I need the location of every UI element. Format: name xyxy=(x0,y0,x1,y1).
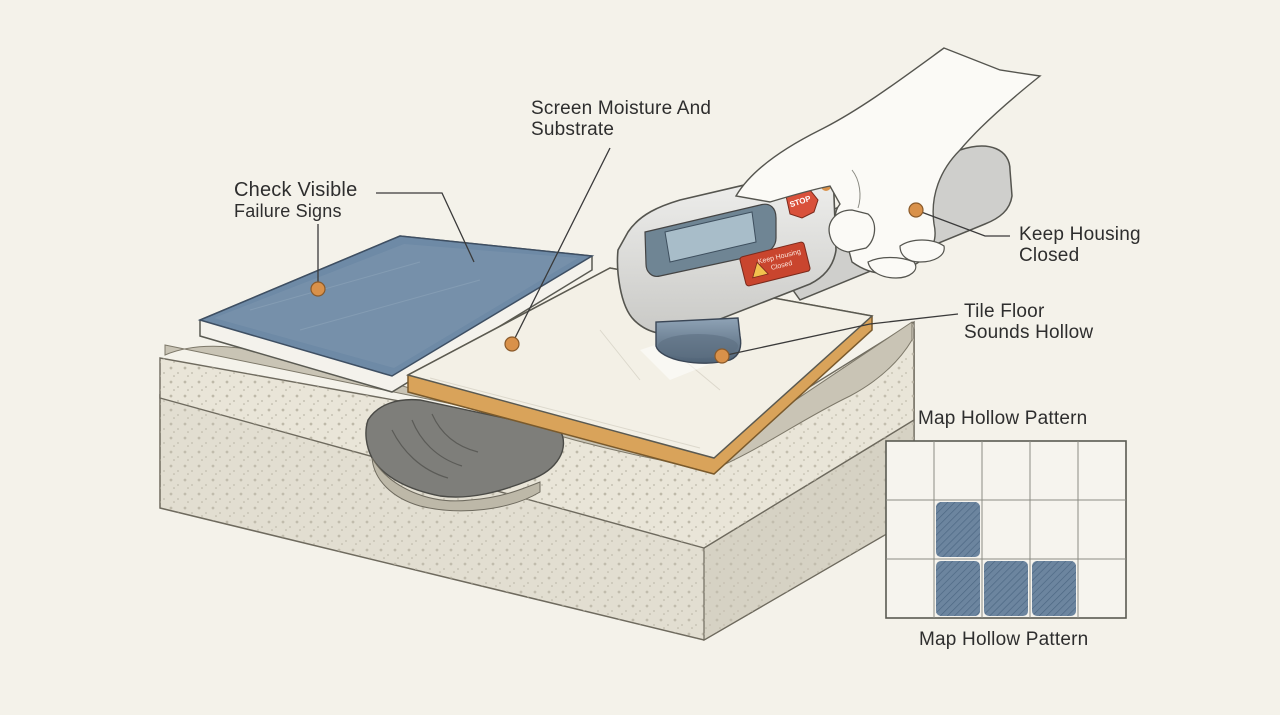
label-check-visible: Check Visible Failure Signs xyxy=(234,179,357,222)
callout-dot-screen xyxy=(504,336,520,352)
map-hollow-cell xyxy=(936,502,980,557)
label-tile-floor: Tile Floor Sounds Hollow xyxy=(964,301,1093,344)
hand xyxy=(734,47,1042,279)
label-keep-housing-line1: Keep Housing xyxy=(1019,224,1141,245)
label-screen-moisture-line2: Substrate xyxy=(531,119,615,141)
label-keep-housing-line2: Closed xyxy=(1019,245,1080,267)
label-check-visible-line1: Check Visible xyxy=(234,179,358,201)
label-screen-moisture: Screen Moisture And Substrate xyxy=(531,98,711,141)
blue-tile xyxy=(197,235,595,393)
label-check-visible-line2: Failure Signs xyxy=(234,201,342,222)
label-tile-floor-line2: Sounds Hollow xyxy=(964,322,1094,344)
hollow-pattern-map xyxy=(885,440,1127,619)
map-hollow-cell xyxy=(936,561,980,616)
map-hollow-cell xyxy=(984,561,1028,616)
hollow-void xyxy=(365,398,565,512)
map-pattern-caption: Map Hollow Pattern xyxy=(919,629,1089,650)
leader-lines xyxy=(317,147,1010,357)
label-keep-housing: Keep Housing Closed xyxy=(1019,224,1141,267)
callout-dot-housing xyxy=(908,202,924,218)
callout-dot-tile xyxy=(714,348,730,364)
map-pattern-title: Map Hollow Pattern xyxy=(918,408,1088,429)
label-screen-moisture-line1: Screen Moisture And xyxy=(531,98,712,119)
label-tile-floor-line1: Tile Floor xyxy=(964,301,1045,322)
callout-dot-check xyxy=(310,281,326,297)
callout-dots xyxy=(310,202,924,364)
map-hollow-cell xyxy=(1032,561,1076,616)
